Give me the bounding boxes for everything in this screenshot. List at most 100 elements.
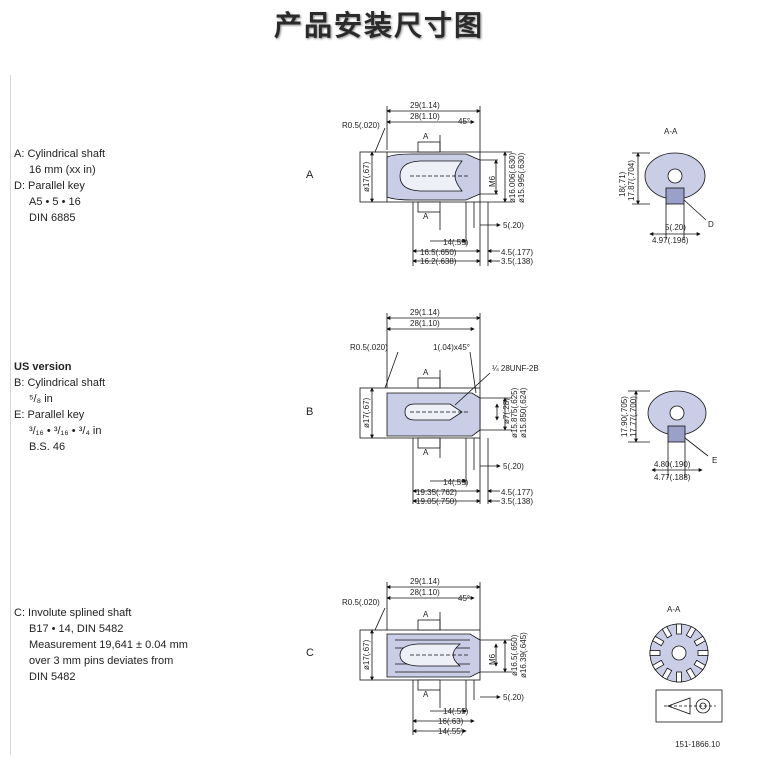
spline-tooth: [693, 635, 706, 647]
shaft-drawing-b: [359, 313, 512, 504]
dim-body-diameter: ø17(.67): [362, 161, 371, 192]
section-c-label: C: [306, 647, 314, 659]
section-marker: A: [423, 690, 429, 699]
dim-len-2: 16.2(.638): [420, 257, 457, 266]
dim-length-top: 29(1.14): [410, 101, 440, 110]
dim-len-1: 19.35(.762): [416, 488, 457, 497]
dim-radius: R0.5(.020): [342, 121, 380, 130]
shaft-drawing-a: [359, 106, 512, 266]
desc-line: C: Involute splined shaft: [14, 607, 132, 619]
view-label: A-A: [667, 605, 681, 614]
section-view-b: [628, 390, 709, 478]
desc-line: B17 • 14, DIN 5482: [29, 623, 124, 635]
spline-tooth: [652, 659, 665, 671]
view-label: A-A: [664, 127, 678, 136]
desc-line: A5 • 5 • 16: [29, 196, 81, 208]
spline-tooth: [685, 667, 697, 680]
dim-4-5: 4.5(.177): [501, 488, 533, 497]
dim-length-top: 29(1.14): [410, 308, 440, 317]
desc-line: D: Parallel key: [14, 180, 85, 192]
page-title: 产品安装尺寸图: [273, 9, 484, 42]
dim-len-1: 16(.63): [438, 717, 464, 726]
dim-14: 14(.55): [443, 238, 469, 247]
dim-length-top: 29(1.14): [410, 577, 440, 586]
desc-line: B.S. 46: [29, 441, 66, 453]
dim-14: 14(.55): [443, 478, 469, 487]
dim-4-5: 4.5(.177): [501, 248, 533, 257]
desc-line: ⁵/₈ in: [29, 393, 53, 405]
spline-tooth: [649, 650, 661, 656]
dim-len-1: 16.5(.650): [420, 248, 457, 257]
spline-tooth: [685, 626, 697, 639]
dim-thread: M6: [488, 653, 497, 665]
dim-thread: ¼ 28UNF-2B: [492, 364, 539, 373]
divider: [10, 75, 11, 755]
section-view-c: [649, 623, 723, 723]
dim-chamfer: 45°: [458, 594, 470, 603]
desc-line: Measurement 19,641 ± 0.04 mm: [29, 639, 188, 651]
desc-line: DIN 6885: [29, 212, 76, 224]
key-label: E: [712, 456, 717, 465]
spline-tooth: [693, 659, 706, 671]
section-marker: A: [423, 448, 429, 457]
dim-len-2: 19.05(.750): [416, 497, 457, 506]
key-label: D: [708, 220, 714, 229]
dim-len-2: 14(.55): [438, 727, 464, 736]
view-height-1: 17.90(.705): [620, 396, 629, 437]
dim-shaft-dia-2: ø16.39(.645): [519, 632, 528, 678]
dim-chamfer: 1(.04)x45°: [433, 343, 470, 352]
dim-body-diameter: ø17(.67): [362, 639, 371, 670]
view-width-1: 4.80(.190): [654, 460, 691, 469]
dim-shaft-dia-2: ø15.850(.624): [519, 387, 528, 438]
section-marker: A: [423, 368, 429, 377]
dim-chamfer: 45°: [458, 117, 470, 126]
section-marker: A: [423, 132, 429, 141]
view-height-1: 18(.71): [618, 171, 627, 197]
view-width-2: 4.77(.188): [654, 473, 691, 482]
desc-line: B: Cylindrical shaft: [14, 377, 106, 389]
dim-5: 5(.20): [503, 693, 524, 702]
spline-tooth: [676, 671, 682, 683]
section-marker: A: [423, 610, 429, 619]
view-height-2: 17.77(.700): [629, 396, 638, 437]
section-a-label: A: [306, 169, 314, 181]
drawing-reference: 151-1866.10: [675, 740, 720, 749]
shaft-drawing-c: [359, 582, 512, 735]
dim-shaft-dia-1: ø16.5(.650): [510, 634, 519, 676]
dim-length-bot: 28(1.10): [410, 588, 440, 597]
dim-14: 14(.55): [443, 707, 469, 716]
dim-inner-diameter: ø7(.28): [502, 398, 511, 424]
dim-3-5: 3.5(.138): [501, 497, 533, 506]
spline-tooth: [676, 623, 682, 635]
dim-radius: R0.5(.020): [342, 598, 380, 607]
desc-line: ³/₁₆ • ³/₁₆ • ³/₄ in: [29, 425, 102, 437]
spline-tooth: [697, 650, 709, 656]
spline-tooth: [661, 667, 673, 680]
view-width-2: 4.97(.196): [652, 236, 689, 245]
section-c-description: C: Involute splined shaft B17 • 14, DIN …: [14, 605, 188, 685]
section-b-label: B: [306, 406, 314, 418]
dim-shaft-dia-1: ø16.006(.630): [508, 152, 517, 203]
dim-length-bot: 28(1.10): [410, 112, 440, 121]
dim-3-5: 3.5(.138): [501, 257, 533, 266]
dim-radius: R0.5(.020): [350, 343, 388, 352]
desc-line: US version: [14, 361, 72, 373]
section-a-description: A: Cylindrical shaft 16 mm (xx in) D: Pa…: [14, 146, 105, 226]
view-width-1: 5(.20): [665, 223, 686, 232]
section-b-description: US version B: Cylindrical shaft ⁵/₈ in E…: [14, 359, 105, 455]
view-height-2: 17.87(.704): [627, 160, 636, 201]
dim-thread: M6: [488, 175, 497, 187]
dim-shaft-dia-1: ø15.875(.625): [510, 387, 519, 438]
spline-tooth: [652, 635, 665, 647]
spline-tooth: [661, 626, 673, 639]
dim-5: 5(.20): [503, 221, 524, 230]
dim-length-bot: 28(1.10): [410, 319, 440, 328]
dim-shaft-dia-2: ø15.995(.630): [517, 152, 526, 203]
dim-5: 5(.20): [503, 462, 524, 471]
desc-line: over 3 mm pins deviates from: [29, 655, 174, 667]
desc-line: 16 mm (xx in): [29, 164, 96, 176]
desc-line: A: Cylindrical shaft: [14, 148, 106, 160]
dim-body-diameter: ø17(.67): [362, 397, 371, 428]
desc-line: DIN 5482: [29, 671, 76, 683]
